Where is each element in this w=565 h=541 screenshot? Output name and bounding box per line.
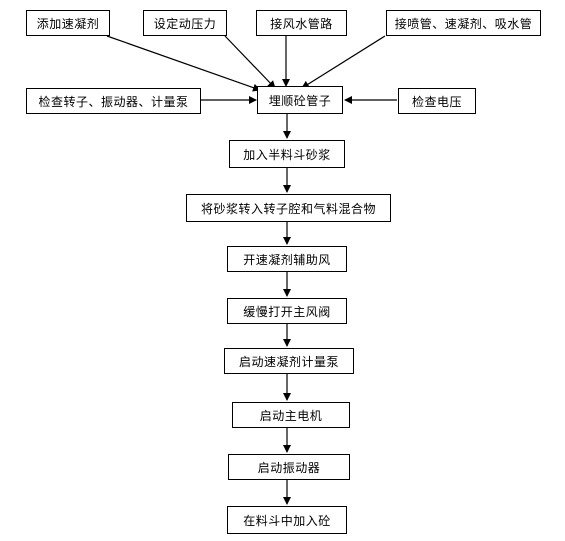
arrow-set-pressure [224, 35, 276, 89]
step-1-box: 加入半料斗砂浆 [229, 140, 345, 168]
step-2-box: 将砂浆转入转子腔和气料混合物 [186, 194, 391, 222]
box-set-pressure: 设定动压力 [143, 10, 227, 36]
step-8-box: 在料斗中加入砼 [227, 506, 347, 534]
box-connect-nozzle: 接喷管、速凝剂、吸水管 [386, 10, 541, 36]
step-5-box: 启动速凝剂计量泵 [224, 348, 354, 374]
box-check-voltage: 检查电压 [398, 88, 476, 114]
arrow-connect-nozzle [301, 35, 386, 89]
box-connect-air-water: 接风水管路 [256, 10, 347, 36]
step-3-box: 开速凝剂辅助风 [227, 246, 347, 272]
step-4-box: 缓慢打开主风阀 [227, 298, 347, 324]
box-check-rotor: 检查转子、振动器、计量泵 [26, 88, 201, 114]
step-7-box: 启动振动器 [228, 454, 350, 480]
box-center-pipe: 埋顺砼管子 [257, 86, 343, 114]
arrow-add-accelerator [106, 35, 261, 92]
step-6-box: 启动主电机 [232, 402, 350, 428]
box-add-accelerator: 添加速凝剂 [26, 10, 110, 36]
